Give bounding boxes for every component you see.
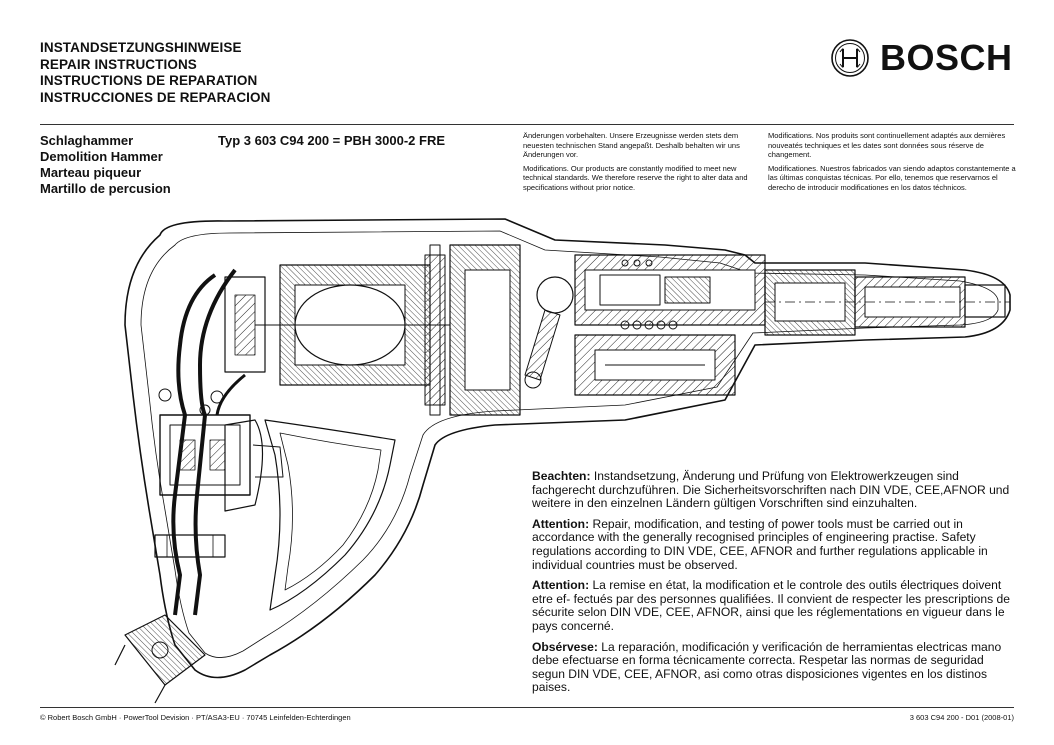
note-text: La remise en état, la modification et le… (532, 578, 1010, 633)
bosch-logo: BOSCH (830, 38, 1013, 78)
note-text: Repair, modification, and testing of pow… (532, 516, 988, 572)
title-de: INSTANDSETZUNGSHINWEISE (40, 40, 242, 55)
header-rule (40, 124, 1014, 125)
header-titles: INSTANDSETZUNGSHINWEISE REPAIR INSTRUCTI… (40, 40, 270, 106)
note-de: Beachten: Instandsetzung, Änderung und P… (532, 469, 1012, 511)
hammer-cross-section-drawing (114, 218, 1011, 704)
note-text: La reparación, modificación y verificaci… (532, 639, 1002, 695)
footer-document-id: 3 603 C94 200 - D01 (2008-01) (909, 713, 1014, 722)
modification-notice-col2: Modifications. Nos produits sont continu… (768, 131, 1016, 197)
modification-de: Änderungen vorbehalten. Unsere Erzeugnis… (523, 131, 740, 160)
title-fr: INSTRUCTIONS DE REPARATION (40, 73, 258, 88)
footer-rule (40, 707, 1014, 708)
note-label: Obsérvese: (532, 639, 598, 654)
modification-es: Modificationes. Nuestros fabricados van … (768, 163, 1016, 192)
product-name-fr: Marteau piqueur (40, 165, 142, 180)
note-es: Obsérvese: La reparación, modificación y… (532, 639, 1012, 695)
title-es: INSTRUCCIONES DE REPARACION (40, 89, 271, 105)
product-name-en: Demolition Hammer (40, 149, 163, 164)
note-label: Beachten: (532, 469, 591, 483)
note-text: Instandsetzung, Änderung und Prüfung von… (532, 469, 1010, 511)
note-label: Attention: (532, 578, 590, 593)
title-en: REPAIR INSTRUCTIONS (40, 56, 197, 72)
safety-notes: Beachten: Instandsetzung, Änderung und P… (532, 469, 1012, 702)
product-name-es: Martillo de percusion (40, 181, 171, 196)
note-label: Attention: (532, 516, 590, 531)
bosch-armature-icon (831, 39, 869, 77)
modification-notice-col1: Änderungen vorbehalten. Unsere Erzeugnis… (523, 131, 748, 197)
modification-en: Modifications. Our products are constant… (523, 163, 748, 192)
note-en: Attention: Repair, modification, and tes… (532, 516, 1012, 572)
footer: © Robert Bosch GmbH · PowerTool Devision… (40, 713, 1014, 722)
product-name-de: Schlaghammer (40, 133, 134, 148)
type-number: Typ 3 603 C94 200 = PBH 3000-2 FRE (218, 133, 446, 148)
product-names: Schlaghammer Demolition Hammer Marteau p… (40, 133, 171, 197)
footer-copyright: © Robert Bosch GmbH · PowerTool Devision… (40, 713, 351, 722)
note-fr: Attention: La remise en état, la modific… (532, 578, 1012, 633)
logo-wordmark: BOSCH (880, 37, 1013, 78)
modification-fr: Modifications. Nos produits sont continu… (768, 131, 1006, 160)
